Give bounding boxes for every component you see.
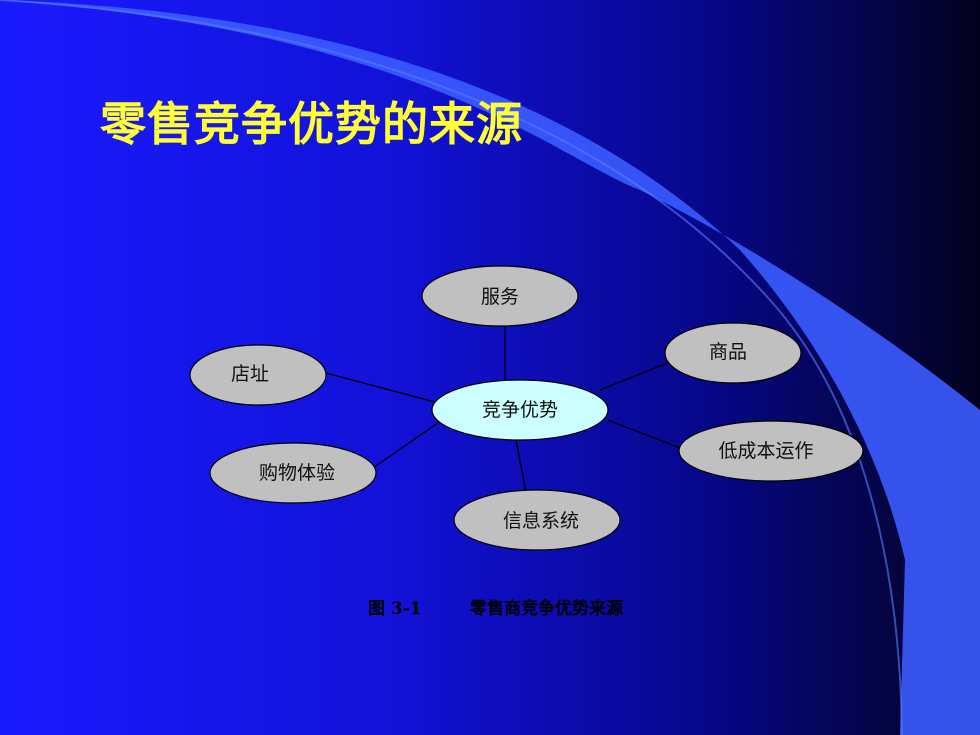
node-location: 店址 (189, 344, 327, 406)
node-center: 竞争优势 (431, 379, 609, 441)
connector-low-cost (607, 419, 681, 449)
node-info-system: 信息系统 (453, 489, 621, 551)
node-shopping-experience: 购物体验 (209, 442, 377, 504)
node-center-label: 竞争优势 (482, 399, 558, 421)
node-service-label: 服务 (481, 286, 519, 308)
node-low-cost-label: 低成本运作 (718, 440, 813, 462)
connector-info-system (515, 439, 528, 499)
figure-caption: 零售商竞争优势来源 (470, 599, 623, 619)
node-service: 服务 (421, 265, 579, 327)
connector-shopping-experience (369, 419, 443, 471)
connector-goods (599, 359, 676, 391)
connector-location (321, 371, 436, 403)
node-goods-label: 商品 (709, 341, 747, 363)
node-goods: 商品 (664, 322, 802, 384)
node-info-system-label: 信息系统 (503, 510, 579, 532)
node-location-label: 店址 (231, 363, 269, 385)
node-low-cost: 低成本运作 (678, 420, 864, 482)
page-title: 零售竞争优势的来源 (100, 97, 523, 151)
figure-number: 图 3-1 (368, 599, 422, 619)
node-shopping-experience-label: 购物体验 (259, 462, 335, 484)
